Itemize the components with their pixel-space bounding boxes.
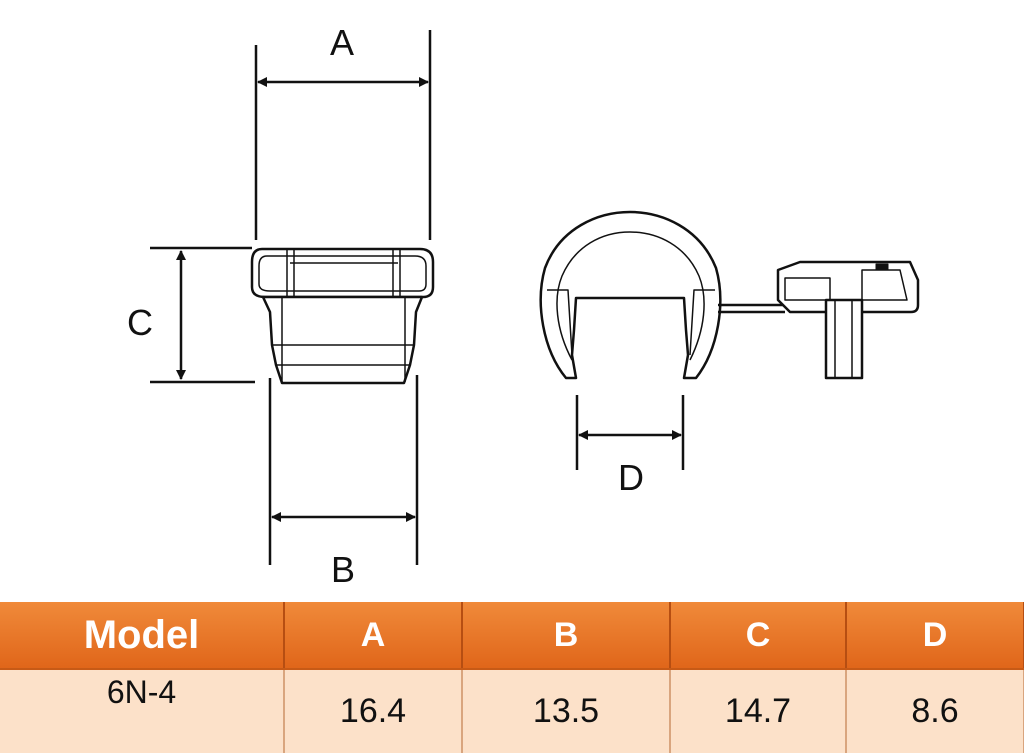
cell-d: 8.6 — [846, 669, 1024, 753]
cell-c: 14.7 — [670, 669, 847, 753]
cell-model: 6N-4 — [0, 669, 285, 753]
header-b: B — [462, 602, 671, 670]
dimension-c — [150, 246, 255, 384]
cell-a: 16.4 — [284, 669, 463, 753]
bushing-front-view — [539, 210, 920, 380]
dimension-a — [254, 30, 432, 240]
bushing-side-view — [250, 247, 435, 385]
table-header-row: Model A B C D — [0, 602, 1024, 670]
header-a: A — [284, 602, 463, 670]
table-row: 6N-4 16.4 13.5 14.7 8.6 — [0, 669, 1024, 753]
header-d: D — [846, 602, 1024, 670]
header-model: Model — [0, 602, 285, 670]
dimension-d — [575, 395, 685, 470]
dimension-b — [268, 375, 419, 565]
technical-drawing: A C B — [127, 22, 920, 590]
dimension-c-label: C — [127, 302, 153, 343]
header-c: C — [670, 602, 847, 670]
dimension-d-label: D — [618, 457, 644, 498]
spec-table: Model A B C D 6N-4 16.4 13.5 14.7 8.6 — [0, 602, 1024, 753]
dimension-a-label: A — [330, 22, 354, 63]
cell-b: 13.5 — [462, 669, 671, 753]
dimension-b-label: B — [331, 549, 355, 590]
